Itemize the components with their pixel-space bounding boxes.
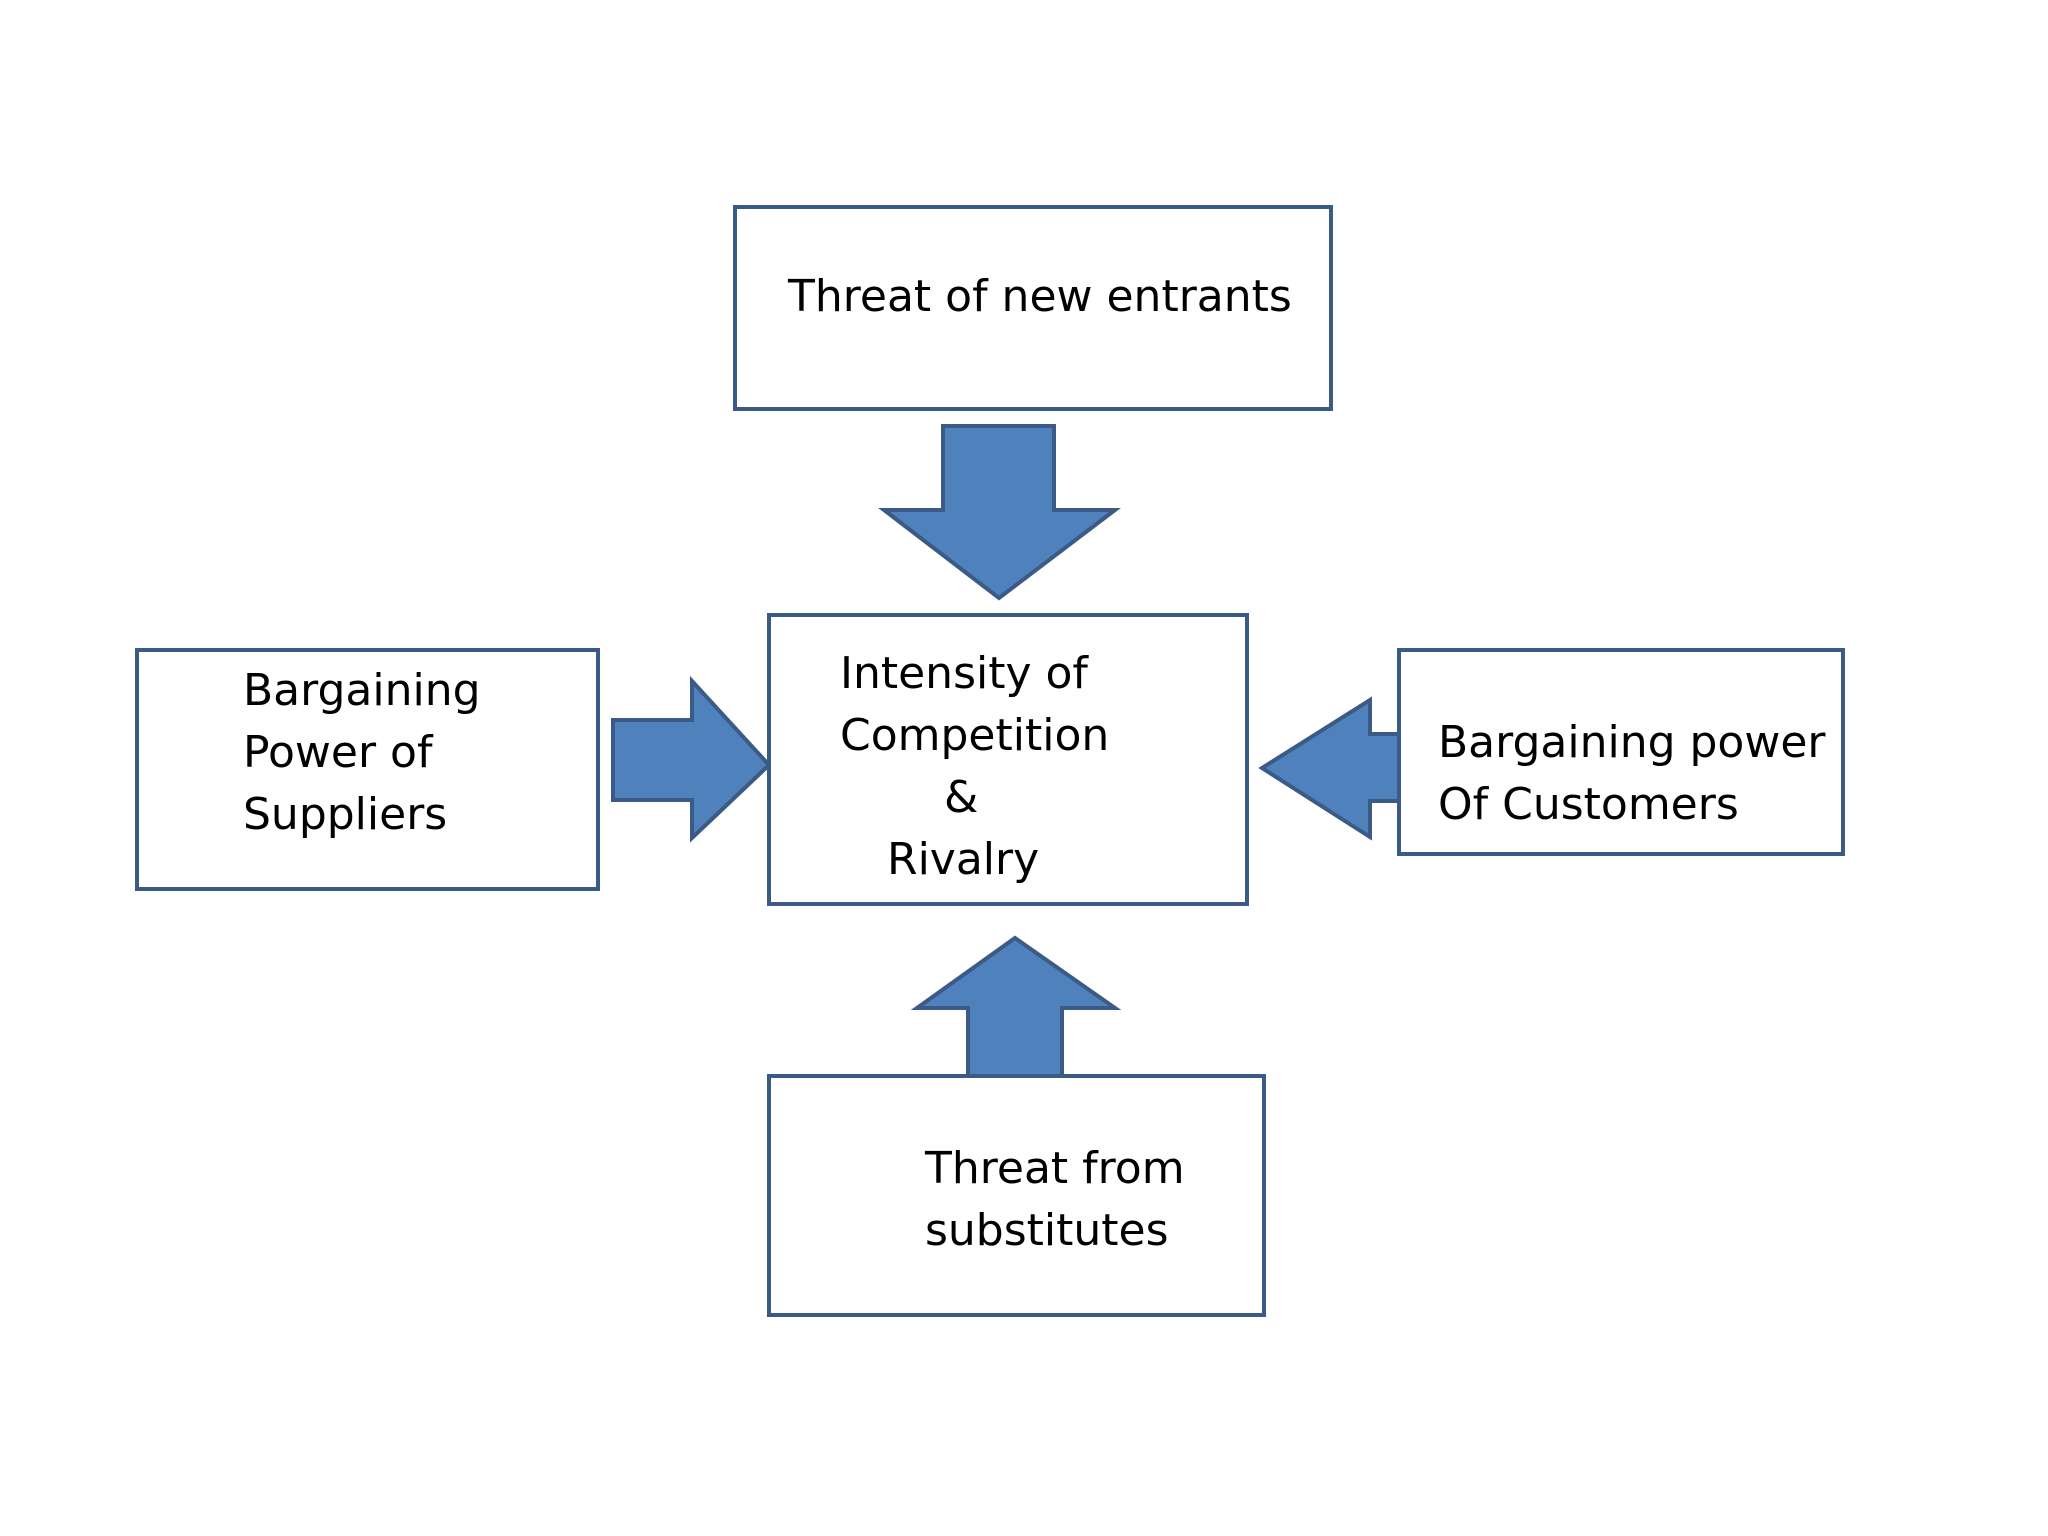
arrow-left-from-customers xyxy=(1258,696,1403,841)
threat-from-substitutes-box xyxy=(767,1074,1266,1317)
label-line: Suppliers xyxy=(243,789,448,840)
label-line: Intensity of xyxy=(840,648,1088,699)
supplier-power-label: Bargaining Power of Suppliers xyxy=(243,660,481,846)
label-line: substitutes xyxy=(925,1205,1169,1256)
label-line: & xyxy=(944,772,979,823)
competition-rivalry-label: Intensity of Competition & Rivalry xyxy=(840,643,1109,891)
arrow-up-from-substitutes xyxy=(910,935,1122,1078)
label-line: Bargaining power xyxy=(1438,717,1826,768)
label-line: Threat from xyxy=(925,1143,1185,1194)
label-line: Rivalry xyxy=(887,834,1040,885)
label-line: Power of xyxy=(243,727,433,778)
threat-of-new-entrants-label: Threat of new entrants xyxy=(788,266,1292,328)
label-line: Of Customers xyxy=(1438,779,1739,830)
arrow-right-from-suppliers xyxy=(611,675,772,843)
threat-of-new-entrants-box xyxy=(733,205,1333,411)
label-line: Competition xyxy=(840,710,1110,761)
threat-from-substitutes-label: Threat from substitutes xyxy=(925,1138,1185,1262)
customer-power-label: Bargaining power Of Customers xyxy=(1438,712,1826,836)
arrow-down-from-new-entrants xyxy=(878,424,1121,601)
supplier-power-box xyxy=(135,648,600,891)
customer-power-box xyxy=(1397,648,1845,856)
competition-rivalry-box xyxy=(767,613,1249,906)
label-line: Bargaining xyxy=(243,665,481,716)
label-line: Threat of new entrants xyxy=(788,271,1292,322)
